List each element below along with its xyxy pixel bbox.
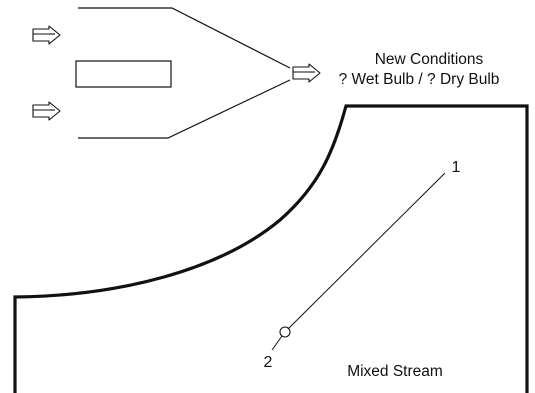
mixed-stream-label: Mixed Stream — [347, 363, 443, 380]
point-2-leader-line — [271, 335, 283, 351]
double-arrow-right-icon — [32, 101, 61, 121]
new-conditions-title: New Conditions — [375, 51, 484, 68]
mixing-process-line — [286, 172, 446, 331]
point-2-label: 2 — [264, 354, 273, 371]
point-2-marker — [279, 326, 291, 338]
saturation-curve-boundary — [13, 104, 529, 393]
upper-converging-line — [78, 7, 291, 69]
lower-converging-line — [78, 79, 291, 139]
point-1-label: 1 — [452, 159, 461, 176]
new-conditions-subtitle: ? Wet Bulb / ? Dry Bulb — [339, 71, 500, 88]
double-arrow-right-icon — [32, 25, 61, 45]
double-arrow-right-icon — [292, 63, 321, 83]
component-box — [75, 60, 172, 88]
